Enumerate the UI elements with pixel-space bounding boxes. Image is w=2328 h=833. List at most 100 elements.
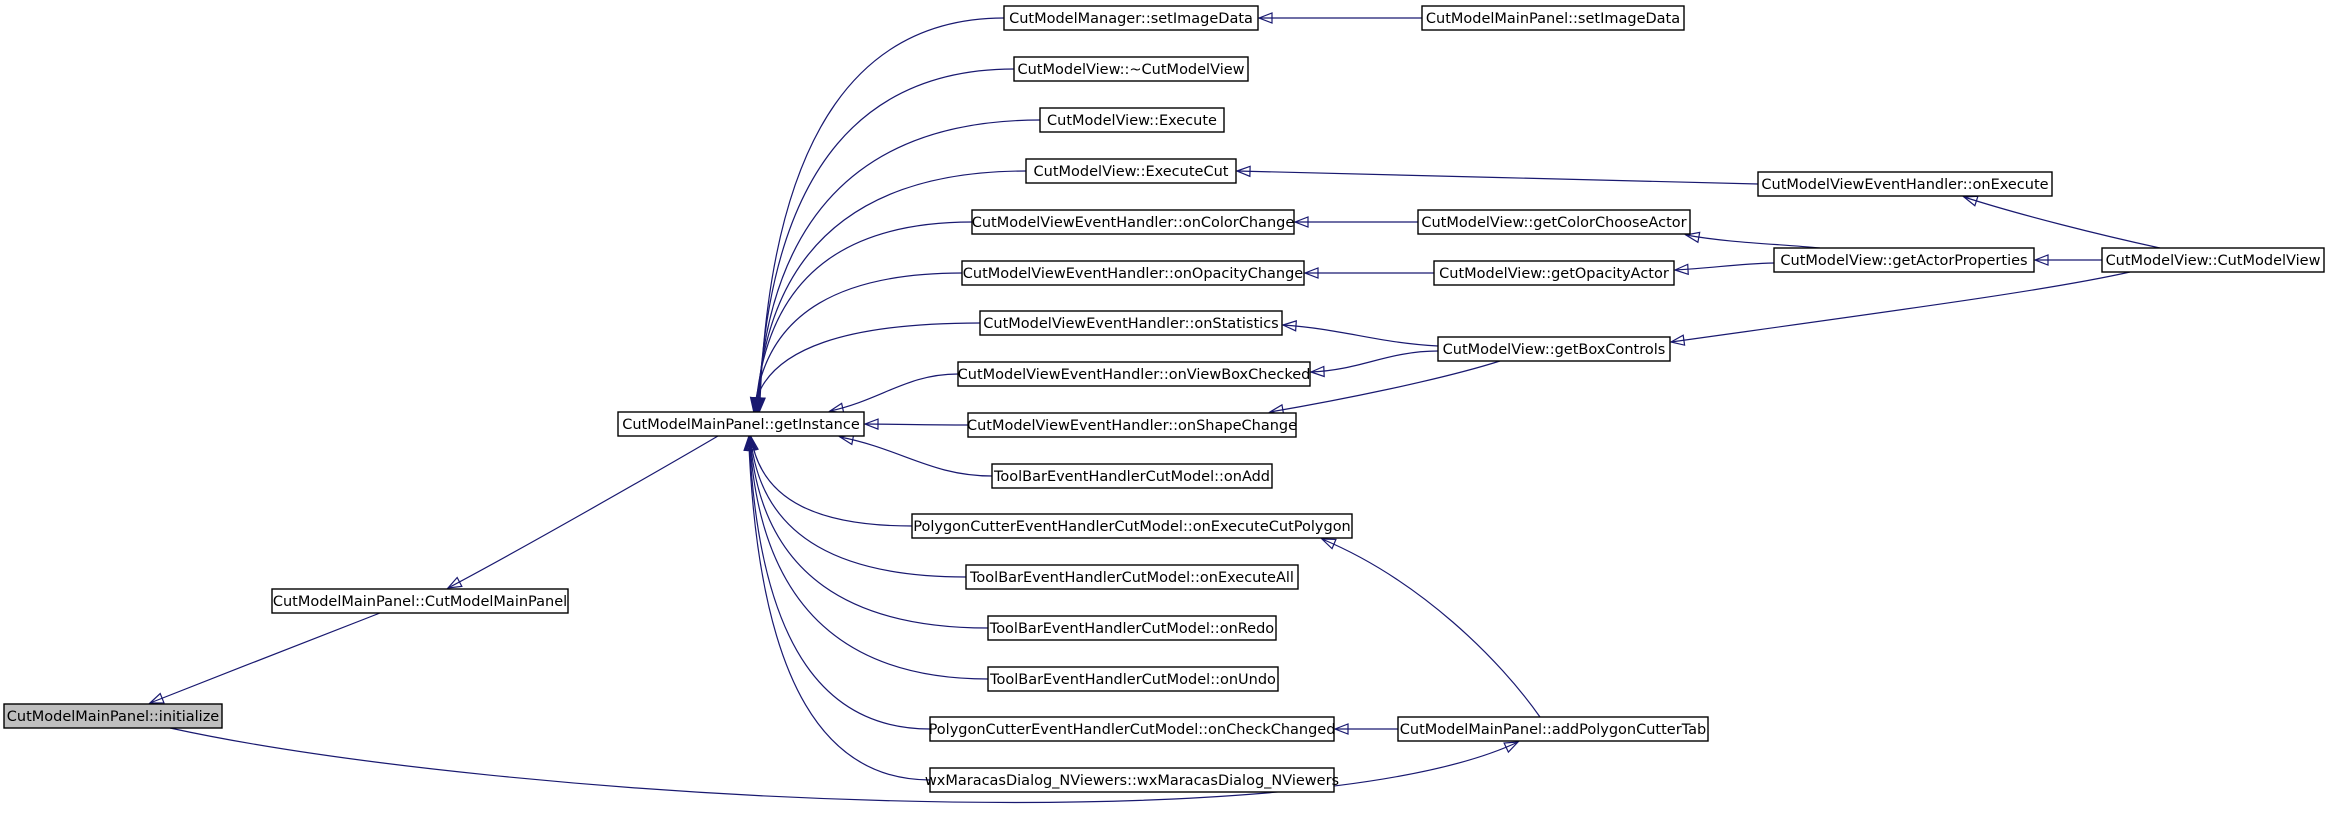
edge-line	[1685, 234, 1821, 249]
node-label: CutModelViewEventHandler::onStatistics	[983, 316, 1278, 332]
arrowhead	[743, 435, 755, 451]
edge-executeCut-to-onExecute	[1235, 165, 1759, 185]
arrowhead	[749, 396, 762, 413]
edge-line	[758, 68, 1015, 412]
node-box	[1773, 247, 2035, 273]
arrowhead	[1684, 231, 1701, 244]
arrowhead	[1669, 334, 1686, 346]
edge-line	[1321, 538, 1541, 718]
node-box	[1025, 158, 1237, 184]
node-onUndo[interactable]: ToolBarEventHandlerCutModel::onUndo	[987, 666, 1279, 692]
node-box	[971, 209, 1295, 235]
node-label: PolygonCutterEventHandlerCutModel::onChe…	[929, 722, 1336, 738]
edge-ctor-to-getInstance	[446, 435, 719, 589]
node-label: CutModelViewEventHandler::onViewBoxCheck…	[958, 367, 1311, 383]
edge-line	[750, 436, 967, 578]
node-box	[1397, 716, 1709, 742]
node-execute[interactable]: CutModelView::Execute	[1039, 107, 1225, 133]
node-box	[3, 703, 223, 729]
node-box	[991, 463, 1273, 489]
node-onShapeChange[interactable]: CutModelViewEventHandler::onShapeChange	[967, 412, 1297, 438]
edge-onExecute-to-viewCtor	[1962, 195, 2161, 249]
arrowhead	[1309, 365, 1325, 378]
node-onCheckChanged[interactable]: PolygonCutterEventHandlerCutModel::onChe…	[929, 716, 1336, 742]
node-label: CutModelView::getColorChooseActor	[1421, 215, 1686, 231]
node-label: CutModelMainPanel::getInstance	[622, 417, 860, 433]
node-init[interactable]: CutModelMainPanel::initialize	[3, 703, 223, 729]
node-box	[1437, 336, 1671, 362]
node-executeCut[interactable]: CutModelView::ExecuteCut	[1025, 158, 1237, 184]
edge-getColorChooseActor-to-getActorProperties	[1684, 231, 1821, 249]
node-onExecute[interactable]: CutModelViewEventHandler::onExecute	[1757, 171, 2053, 197]
node-wxMaracas[interactable]: wxMaracasDialog_NViewers::wxMaracasDialo…	[925, 767, 1339, 793]
node-onOpacityChange[interactable]: CutModelViewEventHandler::onOpacityChang…	[961, 260, 1305, 286]
edge-line	[759, 17, 1005, 412]
node-layer: CutModelMainPanel::initialize CutModelMai…	[3, 5, 2325, 793]
node-onStatistics[interactable]: CutModelViewEventHandler::onStatistics	[979, 310, 1283, 336]
edge-line	[839, 436, 993, 477]
node-onViewBoxChecked[interactable]: CutModelViewEventHandler::onViewBoxCheck…	[957, 361, 1311, 387]
node-label: CutModelViewEventHandler::onShapeChange	[967, 418, 1297, 434]
node-box	[1433, 260, 1675, 286]
arrowhead	[1235, 165, 1251, 178]
node-box	[929, 716, 1335, 742]
node-box	[961, 260, 1305, 286]
node-label: CutModelView::CutModelView	[2106, 253, 2321, 269]
node-getColorChooseActor[interactable]: CutModelView::getColorChooseActor	[1417, 209, 1691, 235]
node-box	[1421, 5, 1685, 31]
node-box	[271, 588, 569, 614]
edge-line	[1310, 350, 1439, 373]
node-onColorChange[interactable]: CutModelViewEventHandler::onColorChange	[971, 209, 1295, 235]
node-label: CutModelMainPanel::initialize	[7, 709, 220, 725]
node-getBoxControls[interactable]: CutModelView::getBoxControls	[1437, 336, 1671, 362]
node-label: CutModelView::~CutModelView	[1017, 62, 1244, 78]
edge-line	[754, 221, 973, 412]
node-getInstance[interactable]: CutModelMainPanel::getInstance	[617, 411, 865, 437]
node-onRedo[interactable]: ToolBarEventHandlerCutModel::onRedo	[987, 615, 1277, 641]
node-getOpacityActor[interactable]: CutModelView::getOpacityActor	[1433, 260, 1675, 286]
edge-line	[749, 436, 989, 680]
node-label: CutModelView::getBoxControls	[1443, 342, 1666, 358]
node-box	[617, 411, 865, 437]
node-label: CutModelViewEventHandler::onOpacityChang…	[963, 266, 1304, 282]
edge-line	[750, 436, 913, 527]
node-box	[1757, 171, 2053, 197]
node-addPolygonCutterTab[interactable]: CutModelMainPanel::addPolygonCutterTab	[1397, 716, 1709, 742]
node-label: ToolBarEventHandlerCutModel::onUndo	[989, 672, 1276, 688]
edge-line	[169, 727, 1519, 804]
arrowhead	[1293, 216, 1309, 228]
edge-init-to-ctor	[148, 612, 381, 704]
edge-layer	[148, 12, 2161, 804]
node-mgrSetImageData[interactable]: CutModelManager::setImageData	[1003, 5, 1259, 31]
edge-line	[1674, 262, 1775, 271]
node-label: wxMaracasDialog_NViewers::wxMaracasDialo…	[925, 773, 1339, 789]
node-box	[1003, 5, 1259, 31]
node-viewCtor[interactable]: CutModelView::CutModelView	[2101, 247, 2325, 273]
node-onExecuteAll[interactable]: ToolBarEventHandlerCutModel::onExecuteAl…	[965, 564, 1299, 590]
node-box	[979, 310, 1283, 336]
node-box	[967, 412, 1297, 438]
node-mainSetImageData[interactable]: CutModelMainPanel::setImageData	[1421, 5, 1685, 31]
node-label: CutModelViewEventHandler::onExecute	[1761, 177, 2048, 193]
arrowhead	[2033, 254, 2049, 266]
node-label: CutModelView::getActorProperties	[1780, 253, 2027, 269]
edge-getInstance-to-mgrSetImageData	[754, 17, 1005, 413]
node-label: ToolBarEventHandlerCutModel::onRedo	[989, 621, 1275, 637]
arrowhead	[863, 418, 879, 430]
node-label: CutModelView::Execute	[1047, 113, 1217, 129]
edge-line	[749, 436, 989, 629]
node-dtor[interactable]: CutModelView::~CutModelView	[1013, 56, 1249, 82]
edge-onStatistics-to-getBoxControls	[1281, 320, 1439, 347]
edge-mgrSetImageData-to-mainSetImageData	[1257, 12, 1422, 24]
edge-getInstance-to-onAdd	[838, 433, 993, 477]
node-label: CutModelManager::setImageData	[1009, 11, 1253, 27]
node-box	[987, 666, 1279, 692]
node-label: ToolBarEventHandlerCutModel::onExecuteAl…	[969, 570, 1294, 586]
node-onExecuteCutPolygon[interactable]: PolygonCutterEventHandlerCutModel::onExe…	[911, 513, 1353, 539]
node-ctor[interactable]: CutModelMainPanel::CutModelMainPanel	[271, 588, 569, 614]
arrowhead	[1503, 741, 1520, 754]
node-onAdd[interactable]: ToolBarEventHandlerCutModel::onAdd	[991, 463, 1273, 489]
edge-getInstance-to-onStatistics	[749, 322, 981, 413]
node-getActorProperties[interactable]: CutModelView::getActorProperties	[1773, 247, 2035, 273]
